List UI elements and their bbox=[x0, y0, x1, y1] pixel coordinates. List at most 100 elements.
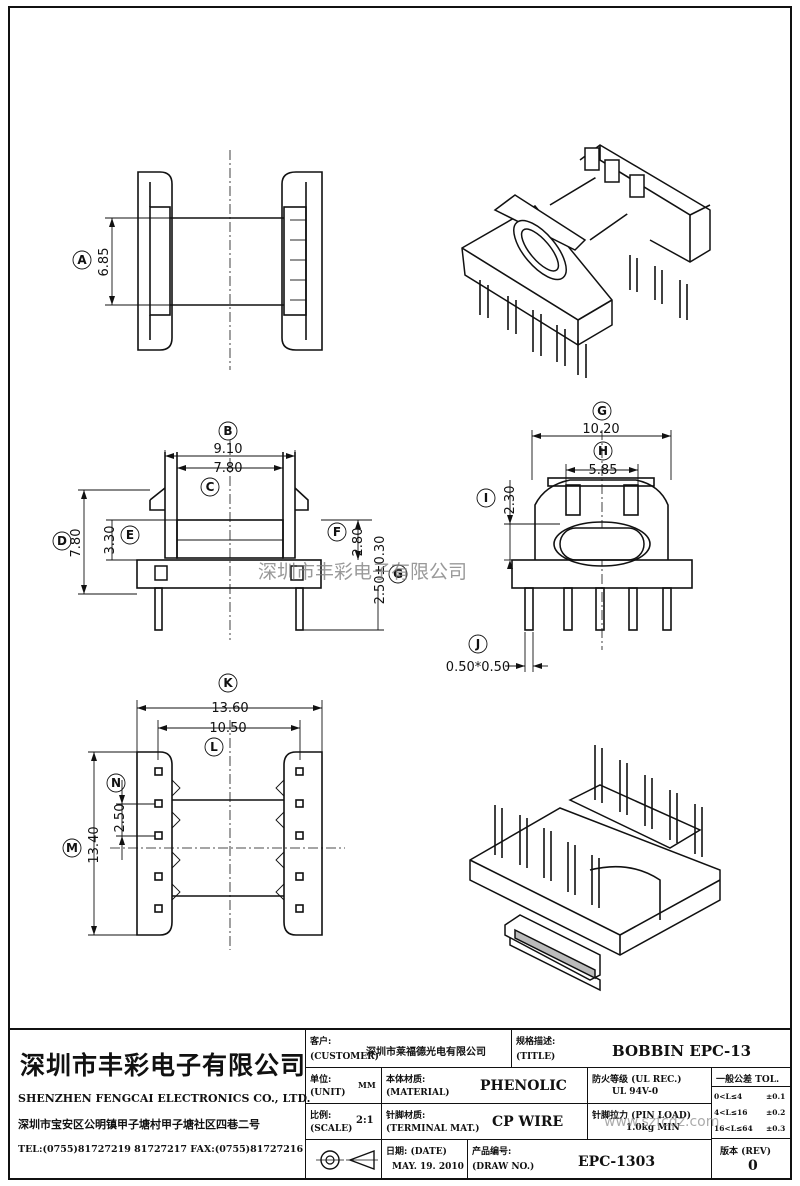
dim-g-extra-bubble: G bbox=[393, 567, 403, 581]
flame-label-cn: 防火等级 bbox=[592, 1075, 629, 1085]
unit-label-cn: 单位: bbox=[310, 1075, 332, 1085]
terminal-label-cn: 针脚材质: bbox=[386, 1111, 426, 1121]
customer-value: 深圳市莱福德光电有限公司 bbox=[366, 1047, 486, 1058]
customer-label-en: (CUSTOMER) bbox=[310, 1052, 379, 1062]
title-cell: 规格描述: (TITLE) BOBBIN EPC-13 bbox=[512, 1030, 792, 1068]
pinload-label-cn: 针脚拉力 bbox=[592, 1111, 629, 1121]
dim-n-value: 2.50 bbox=[113, 804, 128, 833]
dim-d-bubble: D bbox=[57, 534, 67, 548]
dim-h-value: 5.85 bbox=[589, 463, 618, 478]
iso-view-top bbox=[461, 144, 711, 378]
flame-label-en: (UL REC.) bbox=[631, 1075, 682, 1085]
dim-e-bubble: E bbox=[126, 528, 134, 542]
drawno-value: EPC-1303 bbox=[578, 1154, 656, 1170]
company-address: 深圳市宝安区公明镇甲子塘村甲子塘社区四巷二号 bbox=[18, 1118, 260, 1131]
date-value: MAY. 19. 2010 bbox=[392, 1162, 464, 1172]
watermark-url: www.szfcdz.com bbox=[604, 1114, 720, 1130]
dim-j-bubble: J bbox=[475, 637, 480, 651]
terminal-label-en: (TERMINAL MAT.) bbox=[386, 1124, 480, 1134]
side-view: 9.10 B 7.80 C 7.80 D 3.30 E 2.80 F bbox=[52, 421, 408, 640]
tol-value-2: ±0.2 bbox=[766, 1108, 786, 1117]
scale-label-cn: 比例: bbox=[310, 1111, 332, 1121]
dim-j-value: 0.50*0.50 bbox=[446, 660, 510, 675]
tol-range-3: 16<L≤64 bbox=[714, 1124, 753, 1133]
title-label-cn: 规格描述: bbox=[516, 1037, 556, 1047]
dim-k-value: 13.60 bbox=[211, 701, 248, 716]
dim-a-value: 6.85 bbox=[97, 248, 112, 277]
dim-c-value: 7.80 bbox=[214, 461, 243, 476]
dim-g-extra-value: 2.50±0.30 bbox=[373, 536, 388, 605]
tol-range-1: 0<L≤4 bbox=[714, 1092, 743, 1101]
projection-symbol-cell bbox=[306, 1140, 382, 1180]
terminal-cell: 针脚材质: (TERMINAL MAT.) CP WIRE bbox=[382, 1104, 588, 1140]
date-label-en: (DATE) bbox=[410, 1147, 447, 1157]
projection-symbol-icon bbox=[316, 1149, 378, 1171]
dim-b-bubble: B bbox=[223, 424, 232, 438]
pinload-value: 1.0kg MIN bbox=[626, 1123, 680, 1133]
drawing-frame bbox=[8, 6, 792, 1180]
drawno-label-en: (DRAW NO.) bbox=[472, 1162, 535, 1172]
material-cell: 本体材质: (MATERIAL) PHENOLIC bbox=[382, 1068, 588, 1104]
date-cell: 日期: (DATE) MAY. 19. 2010 bbox=[382, 1140, 468, 1180]
tol-range-2: 4<L≤16 bbox=[714, 1108, 748, 1117]
tol-label-cn: 一般公差 bbox=[716, 1075, 753, 1085]
iso-view-bottom bbox=[469, 745, 721, 992]
pinload-label-en: (PIN LOAD) bbox=[631, 1111, 691, 1121]
rev-label-cn: 版本 bbox=[720, 1147, 739, 1157]
unit-cell: 单位: (UNIT) MM bbox=[306, 1068, 382, 1104]
dim-g-value: 10.20 bbox=[582, 422, 619, 437]
customer-cell: 客户: (CUSTOMER) 深圳市莱福德光电有限公司 bbox=[306, 1030, 512, 1068]
dim-d-value: 7.80 bbox=[69, 529, 84, 558]
dim-c-bubble: C bbox=[206, 480, 215, 494]
scale-label-en: (SCALE) bbox=[310, 1124, 353, 1134]
dim-m-value: 13.40 bbox=[87, 826, 102, 863]
company-name-cn: 深圳市丰彩电子有限公司 bbox=[20, 1051, 307, 1080]
dim-f-bubble: F bbox=[333, 525, 341, 539]
dim-i-value: 2.30 bbox=[503, 486, 518, 515]
dim-g-bubble: G bbox=[597, 404, 607, 418]
material-label-en: (MATERIAL) bbox=[386, 1088, 450, 1098]
unit-label-en: (UNIT) bbox=[310, 1088, 346, 1098]
title-label-en: (TITLE) bbox=[516, 1052, 556, 1062]
dim-m-bubble: M bbox=[66, 841, 78, 855]
drawno-cell: 产品编号: (DRAW NO.) EPC-1303 www.szfcdz.com bbox=[468, 1114, 719, 1180]
title-block: 深圳市丰彩电子有限公司 SHENZHEN FENGCAI ELECTRONICS… bbox=[8, 1028, 792, 1180]
pinload-cell: 针脚拉力 (PIN LOAD) 1.0kg MIN bbox=[588, 1104, 712, 1140]
company-phone: TEL:(0755)81727219 81727217 FAX:(0755)81… bbox=[18, 1144, 304, 1155]
flame-cell: 防火等级 (UL REC.) UL 94V-0 bbox=[588, 1068, 712, 1104]
customer-label-cn: 客户: bbox=[310, 1037, 332, 1047]
unit-value: MM bbox=[358, 1080, 376, 1090]
tolerance-cell: 一般公差 TOL. 0<L≤4 ±0.1 4<L≤16 ±0.2 16<L≤64… bbox=[712, 1068, 792, 1180]
dim-n-bubble: N bbox=[111, 776, 121, 790]
watermark-text: 深圳市丰彩电子有限公司 bbox=[258, 561, 467, 583]
rev-value: 0 bbox=[748, 1158, 758, 1174]
dim-h-bubble: H bbox=[598, 444, 608, 458]
dim-f-value: 2.80 bbox=[351, 528, 366, 557]
title-value: BOBBIN EPC-13 bbox=[612, 1042, 752, 1060]
drawno-label-cn: 产品编号: bbox=[472, 1147, 512, 1157]
terminal-value: CP WIRE bbox=[492, 1114, 564, 1130]
dim-l-value: 10.50 bbox=[209, 721, 246, 736]
tol-value-3: ±0.3 bbox=[766, 1124, 786, 1133]
flame-value: UL 94V-0 bbox=[612, 1087, 659, 1097]
rev-label-en: (REV) bbox=[741, 1147, 771, 1157]
bottom-view: 13.60 K 10.50 L 13.40 M 2.50 N bbox=[62, 673, 345, 950]
tol-label-en: TOL. bbox=[755, 1075, 780, 1085]
dim-l-bubble: L bbox=[210, 740, 218, 754]
material-label-cn: 本体材质: bbox=[386, 1075, 426, 1085]
scale-cell: 比例: (SCALE) 2:1 bbox=[306, 1104, 382, 1140]
dim-i-bubble: I bbox=[484, 491, 488, 505]
technical-drawing: 6.85 A bbox=[52, 144, 721, 992]
material-value: PHENOLIC bbox=[480, 1078, 567, 1094]
dim-a-bubble: A bbox=[77, 253, 87, 267]
company-name-en: SHENZHEN FENGCAI ELECTRONICS CO., LTD. bbox=[18, 1092, 311, 1105]
dim-e-value: 3.30 bbox=[103, 526, 118, 555]
date-label-cn: 日期: bbox=[386, 1147, 408, 1157]
top-view: 6.85 A bbox=[72, 150, 323, 370]
tol-value-1: ±0.1 bbox=[766, 1092, 786, 1101]
dim-b-value: 9.10 bbox=[214, 442, 243, 457]
scale-value: 2:1 bbox=[356, 1115, 374, 1126]
front-view: 10.20 G 5.85 H 2.30 I 0.50*0.50 J bbox=[446, 401, 693, 675]
company-cell: 深圳市丰彩电子有限公司 SHENZHEN FENGCAI ELECTRONICS… bbox=[8, 1030, 310, 1180]
dim-k-bubble: K bbox=[223, 676, 233, 690]
